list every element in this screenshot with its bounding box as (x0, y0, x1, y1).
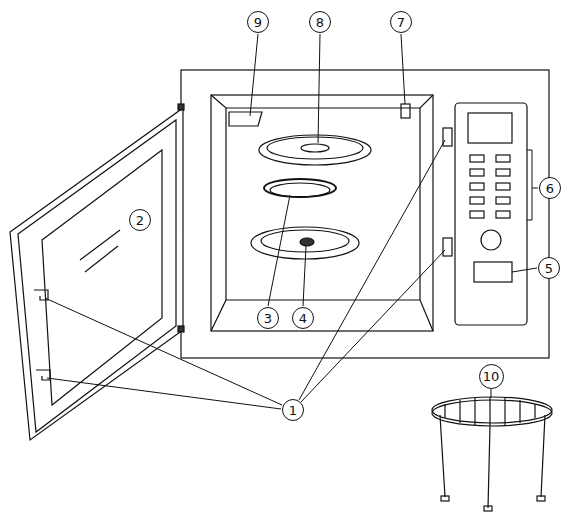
callout-number: 6 (539, 177, 561, 199)
door (10, 108, 183, 440)
callout-text: 9 (254, 16, 262, 29)
leader-line (45, 34, 538, 409)
glass-shine (80, 230, 120, 260)
cavity-back (211, 95, 433, 108)
callout-number: 4 (292, 307, 314, 329)
door-window (42, 150, 162, 405)
latch-hole (443, 128, 452, 146)
door-release (474, 262, 512, 282)
cavity-back (226, 299, 420, 300)
callout-number: 2 (129, 209, 151, 231)
callout-text: 2 (136, 214, 144, 227)
callout-number: 9 (247, 11, 269, 33)
glass-tray (267, 137, 363, 159)
latch-hole (443, 238, 452, 256)
coupler (300, 238, 314, 246)
display (468, 113, 512, 143)
callout-text: 7 (397, 16, 405, 29)
callout-text: 10 (483, 370, 500, 383)
dial-knob (481, 230, 501, 250)
hinge (178, 326, 184, 332)
callout-number: 1 (282, 399, 304, 421)
waveguide-cover (229, 112, 262, 126)
callout-number: 8 (309, 11, 331, 33)
grill-rack (432, 397, 552, 511)
turntable-base (251, 227, 359, 259)
callout-text: 6 (546, 182, 554, 195)
cavity (211, 95, 433, 331)
callout-text: 5 (545, 262, 553, 275)
callout-number: 5 (538, 257, 560, 279)
callout-number: 3 (257, 307, 279, 329)
hinge (178, 104, 184, 110)
callout-number: 10 (479, 364, 504, 389)
control-panel (455, 103, 527, 325)
callout-text: 8 (316, 16, 324, 29)
cavity-back (211, 108, 226, 331)
glass-shine (85, 246, 118, 272)
glass-tray (259, 135, 371, 165)
cavity-part (401, 104, 410, 118)
roller-ring (264, 179, 336, 197)
callout-text: 3 (264, 312, 272, 325)
oven-body (181, 70, 549, 358)
callout-number: 7 (390, 11, 412, 33)
turntable-base (261, 230, 349, 252)
cavity-back (420, 108, 433, 331)
roller-ring (270, 183, 330, 197)
callout-text: 4 (299, 312, 307, 325)
glass-tray (301, 144, 329, 152)
door (18, 120, 176, 432)
panel-buttons (470, 155, 510, 218)
callout-text: 1 (289, 404, 297, 417)
